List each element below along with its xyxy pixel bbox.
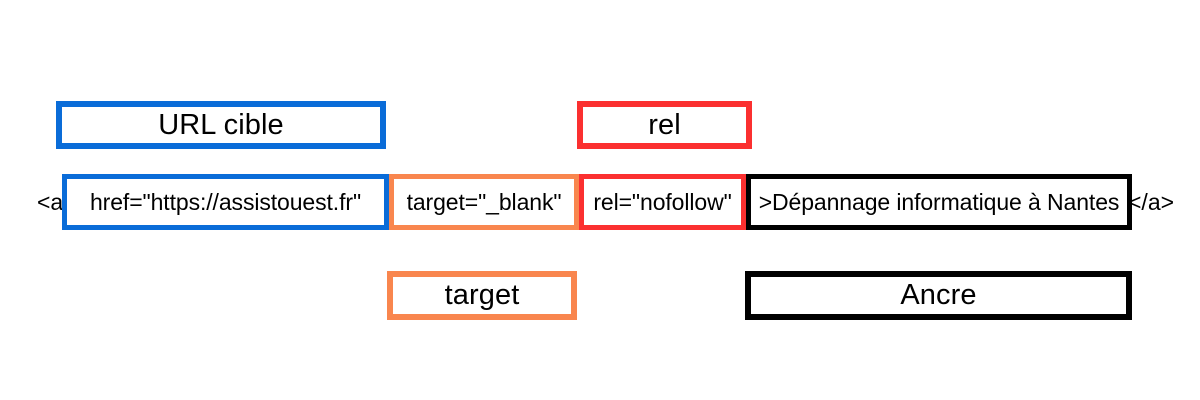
html-code-line: <a href="https://assistouest.fr" target=… bbox=[0, 174, 1200, 230]
code-close-tag: </a> bbox=[1128, 188, 1175, 215]
code-segment-href: href="https://assistouest.fr" bbox=[62, 174, 389, 230]
code-segment-rel: rel="nofollow" bbox=[579, 174, 746, 230]
callout-rel-label: rel bbox=[648, 108, 681, 141]
code-open-tag: <a bbox=[37, 188, 64, 215]
code-segment-anchor-text: >Dépannage informatique à Nantes bbox=[746, 174, 1132, 230]
code-segment-target: target="_blank" bbox=[389, 174, 579, 230]
callout-ancre-label: Ancre bbox=[900, 279, 977, 311]
code-segment-href-text: href="https://assistouest.fr" bbox=[89, 188, 362, 215]
code-segment-target-text: target="_blank" bbox=[406, 188, 562, 215]
callout-rel: rel bbox=[577, 101, 752, 149]
callout-ancre: Ancre bbox=[745, 271, 1132, 320]
callout-url-cible-label: URL cible bbox=[158, 108, 284, 141]
callout-target: target bbox=[387, 271, 577, 320]
callout-url-cible: URL cible bbox=[56, 101, 386, 149]
callout-target-label: target bbox=[444, 279, 520, 311]
code-segment-anchor-text-value: >Dépannage informatique à Nantes bbox=[758, 188, 1120, 215]
code-segment-rel-text: rel="nofollow" bbox=[593, 188, 732, 215]
